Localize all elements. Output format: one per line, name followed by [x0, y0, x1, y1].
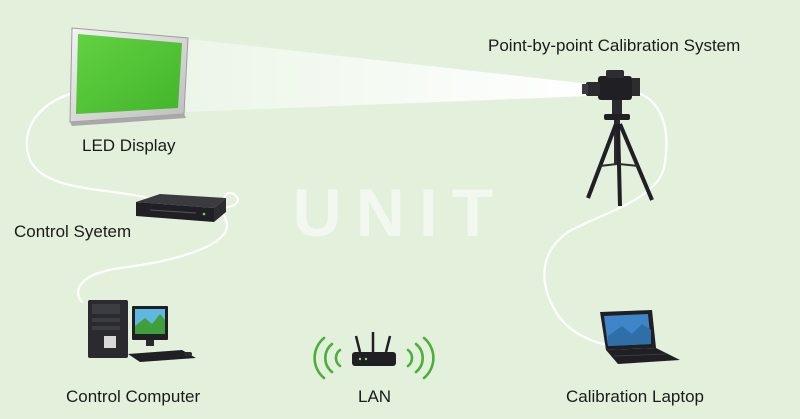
control-system-label: Control Syetem	[14, 222, 132, 241]
calibration-laptop-label: Calibration Laptop	[566, 387, 704, 406]
cable-controller-to-computer	[77, 191, 239, 304]
control-computer-label: Control Computer	[66, 387, 201, 406]
control-computer-icon	[88, 300, 196, 362]
tripod-camera-icon	[582, 70, 654, 207]
calibration-laptop-icon	[600, 310, 680, 364]
camera-light-beam	[180, 38, 590, 112]
control-system-box-icon	[136, 194, 226, 222]
led-display-icon	[69, 27, 189, 126]
calibration-system-label: Point-by-point Calibration System	[488, 36, 741, 55]
lan-label: LAN	[358, 387, 392, 406]
wifi-waves-icon	[313, 336, 435, 380]
led-display-label: LED Display	[82, 136, 176, 155]
cable-camera-to-laptop	[543, 90, 668, 348]
unit-watermark: UNIT	[293, 175, 508, 251]
lan-router-icon	[352, 332, 396, 366]
